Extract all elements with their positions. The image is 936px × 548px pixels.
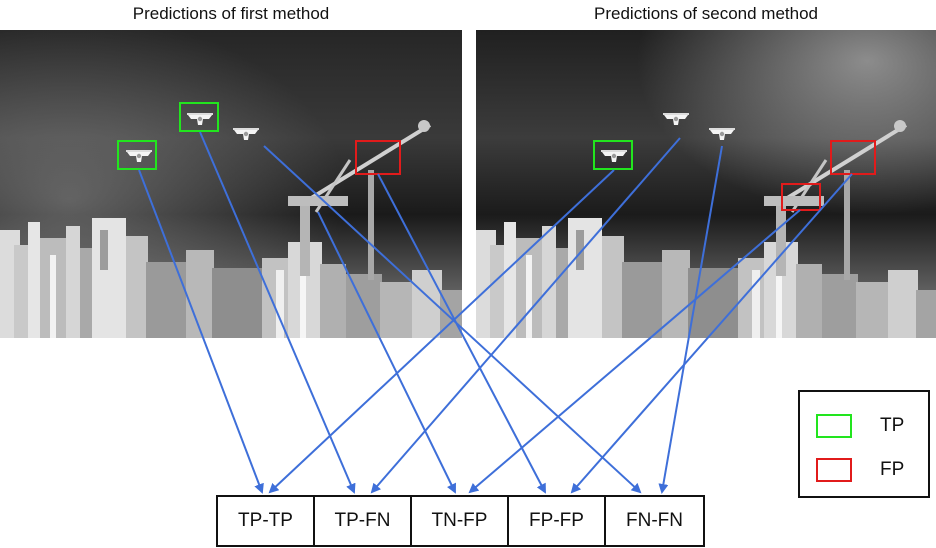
outcome-cell-fp-fp: FP-FP [509, 497, 606, 545]
arrows [138, 131, 853, 494]
arrow-left-tp-to-tp-fn [199, 131, 356, 494]
arrow-left-fp-to-fp-fp [377, 173, 546, 494]
arrow-left-fn-to-fn-fn [263, 145, 642, 494]
left-panel-title: Predictions of first method [132, 4, 330, 23]
arrow-right-fp-to-fp-fp [570, 173, 853, 494]
legend: TP FP [798, 390, 930, 498]
fp-detection-box [781, 183, 821, 211]
outcome-table: TP-TP TP-FN TN-FP FP-FP FN-FN [216, 495, 705, 547]
right-thermal-image [476, 30, 936, 338]
arrow-right-fp-to-tn-fp [468, 209, 801, 494]
legend-item-tp: TP [816, 412, 904, 440]
arrow-right-fn-to-tp-fn [370, 137, 681, 494]
outcome-cell-tp-fn: TP-FN [315, 497, 412, 545]
arrow-right-fn-to-fn-fn [658, 145, 723, 494]
outcome-cell-tn-fp: TN-FP [412, 497, 509, 545]
arrow-right-tp-to-tp-tp [268, 169, 615, 494]
arrow-left-tp-to-tp-tp [138, 169, 264, 494]
tp-swatch-icon [816, 414, 852, 438]
legend-label: TP [880, 415, 905, 436]
right-panel-title: Predictions of second method [594, 4, 818, 23]
left-thermal-image [0, 30, 462, 338]
fp-detection-box [830, 140, 876, 175]
tp-detection-box [593, 140, 633, 170]
legend-label: FP [880, 459, 905, 480]
outcome-cell-fn-fn: FN-FN [626, 510, 683, 531]
tp-detection-box [179, 102, 219, 132]
tp-detection-box [117, 140, 157, 170]
legend-item-fp: FP [816, 456, 904, 484]
fp-swatch-icon [816, 458, 852, 482]
outcome-cell-tp-tp: TP-TP [218, 497, 315, 545]
arrow-left-tn-to-tn-fp [317, 211, 456, 494]
